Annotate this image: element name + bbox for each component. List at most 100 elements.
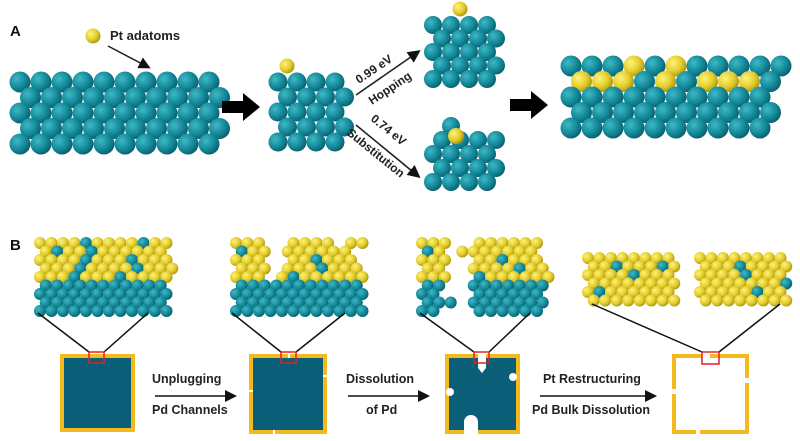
pt-atom: [322, 254, 334, 266]
pd-atom: [442, 70, 460, 88]
pd-atom: [299, 288, 311, 300]
pd-atom: [485, 288, 497, 300]
pt-atom: [299, 271, 311, 283]
pd-atom: [104, 87, 125, 108]
pt-atom: [293, 262, 306, 275]
pd-atom: [333, 288, 346, 300]
pt-atom: [149, 237, 161, 249]
pt-atom: [531, 254, 543, 266]
pd-atom: [707, 55, 729, 77]
pd-atom: [339, 279, 352, 292]
pt-atom: [253, 254, 265, 266]
pt-atom: [490, 262, 503, 275]
pt-atom: [310, 271, 323, 283]
pd-atom: [108, 296, 121, 309]
pt-atom: [34, 237, 46, 249]
pd-atom: [209, 118, 230, 139]
pd-atom: [20, 118, 41, 139]
pd-atom: [593, 286, 606, 298]
pd-atom: [177, 102, 199, 124]
pd-atom: [125, 118, 146, 139]
pt-atom: [34, 254, 46, 266]
pt-atom: [247, 245, 260, 258]
pd-atom: [143, 296, 156, 309]
pt-atom: [333, 254, 346, 266]
panel-b-letter: B: [10, 237, 21, 254]
pd-atom: [519, 305, 532, 317]
pt-atom: [536, 262, 549, 275]
pd-atom: [433, 56, 451, 75]
pd-atom: [749, 55, 771, 77]
pd-atom: [433, 159, 451, 177]
pt-atom: [587, 294, 600, 307]
pt-atom: [763, 269, 775, 281]
pt-atom: [599, 294, 612, 307]
pd-atom: [496, 254, 509, 266]
pt-atom: [593, 252, 606, 264]
pd-atom: [760, 102, 781, 123]
pt-atom: [740, 252, 752, 264]
pt-atom: [496, 237, 509, 249]
step1-label-bottom: Pd Channels: [152, 403, 228, 417]
pd-atom: [45, 288, 58, 300]
pd-atom: [513, 296, 526, 309]
pd-atom: [610, 260, 623, 273]
pt-atom: [757, 260, 770, 273]
pt-atom: [705, 286, 718, 298]
pt-atom: [439, 237, 451, 249]
pd-atom: [281, 279, 294, 292]
pt-atom: [645, 260, 658, 273]
pt-atom: [485, 254, 497, 266]
pd-atom: [316, 279, 329, 292]
pt-atom: [299, 254, 311, 266]
pt-atom: [711, 294, 724, 307]
pd-atom: [74, 262, 87, 275]
pd-atom: [287, 72, 307, 92]
pd-atom: [460, 43, 478, 61]
pt-atom: [427, 237, 440, 249]
pd-atom: [749, 117, 771, 139]
pd-atom: [469, 29, 487, 48]
pt-atom: [91, 271, 104, 283]
pd-atom: [137, 305, 150, 317]
pd-atom: [156, 71, 178, 93]
pt-atom: [587, 260, 600, 273]
pt-atom: [728, 269, 741, 281]
pt-adatoms-label: Pt adatoms: [110, 28, 180, 43]
pd-atom: [287, 305, 300, 317]
pd-atom: [114, 102, 136, 124]
pt-atom: [508, 254, 520, 266]
pd-atom: [513, 279, 526, 292]
pt-atom: [780, 260, 793, 273]
pd-atom: [177, 71, 199, 93]
pd-atom: [571, 102, 592, 123]
pt-atom: [705, 269, 718, 281]
pd-atom: [581, 86, 603, 108]
pt-atom: [751, 252, 764, 264]
pd-atom: [264, 288, 277, 300]
pt-atom: [531, 271, 543, 283]
pd-atom: [335, 117, 354, 137]
pd-atom: [644, 86, 666, 108]
pd-atom: [442, 16, 460, 34]
pd-atom: [487, 159, 505, 177]
pd-atom: [676, 102, 697, 123]
panel-b-atoms: [34, 237, 793, 317]
pd-atom: [306, 72, 326, 92]
pd-atom: [325, 132, 345, 152]
pd-atom: [473, 305, 486, 317]
pd-atom: [114, 71, 136, 93]
pd-atom: [304, 296, 317, 309]
pt-atom: [645, 277, 658, 290]
pt-atom: [34, 271, 46, 283]
pd-atom: [80, 237, 92, 249]
pt-atom: [316, 245, 329, 258]
stage3-particle: [445, 354, 520, 434]
pt-atom: [711, 260, 724, 273]
pt-atom: [763, 286, 775, 298]
pt-atom: [655, 71, 676, 92]
pd-atom: [143, 279, 156, 292]
pd-atom: [416, 305, 428, 317]
pt-atom: [639, 269, 652, 281]
pt-atom: [304, 245, 317, 258]
